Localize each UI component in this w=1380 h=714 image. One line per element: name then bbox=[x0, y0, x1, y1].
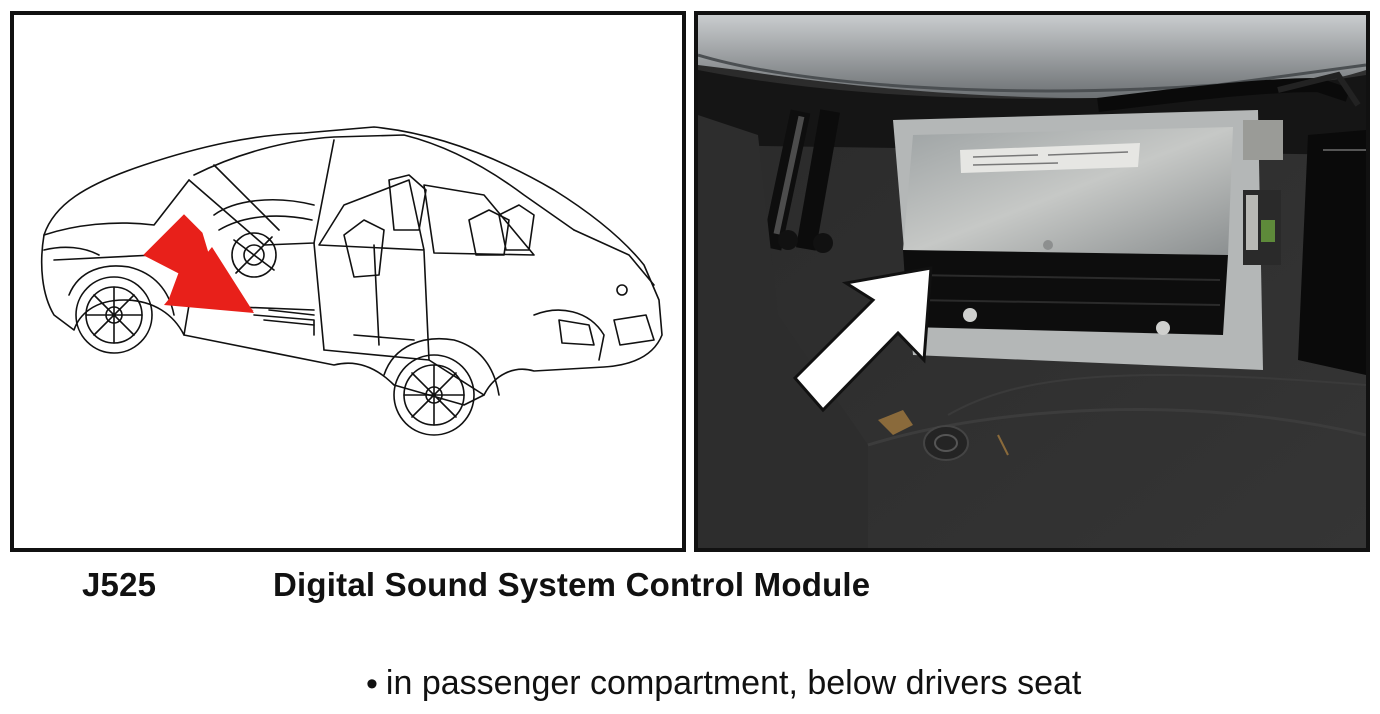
component-name: Digital Sound System Control Module bbox=[273, 566, 871, 603]
module-label bbox=[960, 143, 1140, 173]
seat-rail bbox=[761, 109, 841, 253]
location-item: • in passenger compartment, below driver… bbox=[366, 664, 1081, 703]
seat-cushion bbox=[698, 15, 1366, 99]
car-illustration-panel bbox=[10, 11, 686, 552]
component-code: J525 bbox=[82, 566, 157, 603]
white-arrow bbox=[792, 266, 933, 413]
car-body-outline bbox=[40, 126, 663, 436]
connector bbox=[1243, 120, 1283, 265]
red-arrow-head bbox=[164, 247, 254, 313]
bullet-icon: • bbox=[366, 664, 378, 703]
module-photo bbox=[698, 15, 1366, 548]
module-photo-panel bbox=[694, 11, 1370, 552]
car-line-drawing bbox=[40, 126, 663, 436]
location-text: in passenger compartment, below drivers … bbox=[385, 664, 1082, 702]
